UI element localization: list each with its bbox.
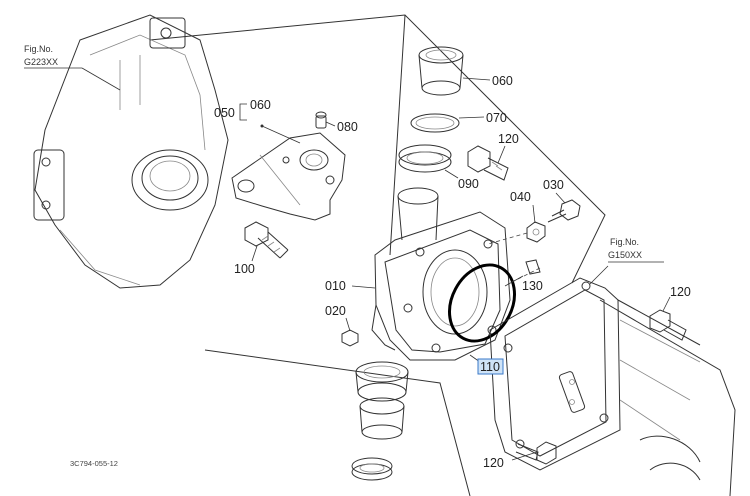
- callout-010[interactable]: 010: [325, 279, 346, 293]
- leader-line: [511, 451, 538, 461]
- leader-line: [497, 145, 506, 164]
- bracket-050: [239, 103, 247, 121]
- figure-ref-code: G150XX: [608, 250, 642, 260]
- callout-040[interactable]: 040: [510, 190, 531, 204]
- section-frame-line: [389, 14, 406, 256]
- callout-120-top[interactable]: 120: [498, 132, 519, 146]
- bolt-030-drawing: [547, 199, 581, 223]
- nut-040-drawing: [526, 221, 546, 243]
- bracket-050-drawing: [231, 132, 346, 221]
- left-housing-drawing: [33, 14, 229, 289]
- callout-050[interactable]: 050: [214, 106, 235, 120]
- leader-line: [589, 265, 609, 285]
- callout-030[interactable]: 030: [543, 178, 564, 192]
- knuckle-housing-010-drawing: [371, 187, 511, 361]
- callout-060-top[interactable]: 060: [492, 74, 513, 88]
- callout-070[interactable]: 070: [486, 111, 507, 125]
- callout-100[interactable]: 100: [234, 262, 255, 276]
- callout-120-right[interactable]: 120: [670, 285, 691, 299]
- callout-090[interactable]: 090: [458, 177, 479, 191]
- figure-ref-title: Fig.No.: [24, 44, 53, 54]
- leader-line: [555, 192, 566, 204]
- leader-line: [444, 169, 459, 179]
- leader-line: [345, 317, 351, 332]
- drawing-code: 3C794-055-12: [70, 459, 118, 468]
- leader-line: [351, 285, 376, 289]
- ring-070-drawing: [410, 113, 460, 133]
- figure-ref-title: Fig.No.: [610, 237, 639, 247]
- section-frame-line: [204, 349, 471, 496]
- callout-110-selected[interactable]: 110: [477, 358, 504, 375]
- leader-line: [504, 275, 524, 287]
- figure-ref-g150xx-link[interactable]: Fig.No. G150XX: [608, 237, 664, 263]
- figure-ref-code: G223XX: [24, 57, 58, 67]
- o-ring-110-drawing: [448, 263, 516, 343]
- leader-dot: [260, 124, 264, 128]
- callout-060-group[interactable]: 060: [250, 98, 271, 112]
- fitting-120-top-drawing: [467, 145, 509, 181]
- bolt-100-drawing: [244, 221, 289, 259]
- selection-highlight: [477, 358, 504, 375]
- callout-110: 110: [480, 360, 500, 374]
- leader-line: [662, 296, 671, 312]
- bearing-stack-drawing: [351, 361, 409, 481]
- leader-line: [251, 245, 258, 262]
- leader-line: [261, 125, 301, 144]
- leader-line: [458, 116, 485, 119]
- grease-fitting-080-drawing: [315, 111, 327, 129]
- callout-020[interactable]: 020: [325, 304, 346, 318]
- bushing-060-drawing: [418, 46, 464, 96]
- plug-020-drawing: [341, 329, 359, 347]
- callout-130[interactable]: 130: [522, 279, 543, 293]
- ring-070-inner: [415, 116, 455, 130]
- seal-090-drawing: [398, 144, 452, 173]
- leader-line: [325, 121, 336, 127]
- fitting-120-right-drawing: [649, 309, 687, 341]
- leader-line: [81, 67, 121, 91]
- leader-line: [532, 204, 536, 224]
- right-axle-housing-drawing: [489, 277, 736, 496]
- figure-ref-g223xx-link[interactable]: Fig.No. G223XX: [24, 44, 82, 69]
- callout-120-bottom[interactable]: 120: [483, 456, 504, 470]
- fitting-120-bottom-drawing: [515, 441, 557, 465]
- section-frame-line: [149, 14, 606, 284]
- leader-line: [462, 77, 491, 81]
- callout-080[interactable]: 080: [337, 120, 358, 134]
